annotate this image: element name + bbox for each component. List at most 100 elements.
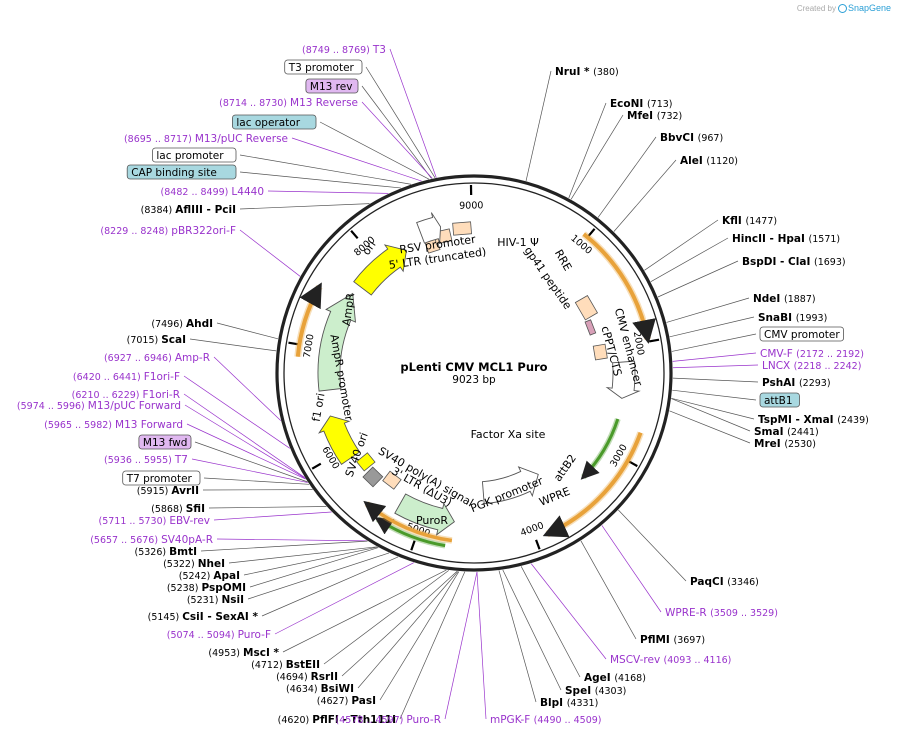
site-position: (7496) bbox=[151, 319, 186, 330]
right-label: EcoNI (713) bbox=[610, 98, 673, 110]
leader-line bbox=[239, 171, 401, 189]
site-label: (5238) PspOMI bbox=[167, 582, 246, 594]
right-label: LNCX (2218 .. 2242) bbox=[762, 360, 861, 372]
feature-arcs bbox=[294, 212, 656, 549]
f1-ori-arrow bbox=[318, 415, 361, 466]
site-label: BlpI (4331) bbox=[540, 697, 598, 709]
site-name: BlpI bbox=[540, 697, 567, 709]
leader-line bbox=[194, 441, 308, 483]
primer-name: L4440 bbox=[231, 186, 264, 198]
primer-name: M13/pUC Forward bbox=[88, 400, 181, 412]
inner-feature-label: PuroR bbox=[416, 514, 448, 527]
right-label: NdeI (1887) bbox=[753, 293, 816, 305]
site-label: (7496) AhdI bbox=[151, 318, 213, 330]
primer-position: (4578 .. 4597) bbox=[336, 715, 407, 726]
left-label: (4620) PflFI - Tth111I bbox=[278, 714, 396, 726]
site-label: (5145) CsiI - SexAI * bbox=[148, 611, 259, 623]
f1-ori-small-box bbox=[356, 452, 376, 472]
plasmid-backbone bbox=[275, 174, 673, 572]
right-label: mPGK-F (4490 .. 4509) bbox=[490, 714, 602, 726]
label-name: attB1 bbox=[764, 395, 793, 407]
site-name: BsiWI bbox=[321, 683, 354, 695]
site-name: NruI * bbox=[555, 66, 593, 78]
site-label: (5322) NheI bbox=[163, 558, 225, 570]
left-label: (7015) ScaI bbox=[127, 334, 186, 346]
primer-name: LNCX bbox=[762, 360, 794, 372]
site-label: MfeI (732) bbox=[627, 110, 682, 122]
right-label: BlpI (4331) bbox=[540, 697, 598, 709]
sv40-pa-box bbox=[382, 470, 402, 490]
site-name: BspDI - ClaI bbox=[742, 256, 814, 268]
site-name: AleI bbox=[680, 155, 706, 167]
left-label: (5231) NsiI bbox=[187, 594, 244, 606]
inner-feature-label: attB2 bbox=[551, 452, 579, 484]
site-name: SfiI bbox=[186, 503, 205, 515]
site-name: NheI bbox=[198, 558, 225, 570]
right-label: SpeI (4303) bbox=[565, 685, 626, 697]
site-label: (4712) BstEII bbox=[251, 659, 320, 671]
primer-label: WPRE-R (3509 .. 3529) bbox=[665, 607, 778, 619]
site-name: BmtI bbox=[169, 546, 197, 558]
site-name: MscI * bbox=[243, 647, 279, 659]
site-name: NsiI bbox=[221, 594, 244, 606]
left-label: CAP binding site bbox=[126, 164, 237, 180]
site-name: NdeI bbox=[753, 293, 784, 305]
primer-label: (5936 .. 5955) T7 bbox=[104, 454, 188, 466]
left-label: (4712) BstEII bbox=[251, 659, 320, 671]
site-label: (4627) PasI bbox=[317, 695, 376, 707]
primer-name: F1ori-F bbox=[144, 371, 180, 383]
left-label: (4627) PasI bbox=[317, 695, 376, 707]
right-label: CMV promoter bbox=[759, 326, 844, 342]
primer-label: (6420 .. 6441) F1ori-F bbox=[73, 371, 180, 383]
left-label: (4694) RsrII bbox=[276, 671, 338, 683]
orf-arc-green-right-halo bbox=[581, 418, 621, 480]
leader-line bbox=[520, 566, 581, 678]
gp41-box bbox=[584, 319, 597, 336]
site-label: NruI * (380) bbox=[555, 66, 619, 78]
left-label: (4634) BsiWI bbox=[286, 683, 354, 695]
site-position: (4303) bbox=[595, 686, 627, 697]
primer-name: WPRE-R bbox=[665, 607, 710, 619]
label-leader-lines bbox=[183, 48, 759, 720]
leader-line bbox=[319, 121, 430, 180]
site-label: (8384) AflIII - PciI bbox=[141, 204, 236, 216]
site-name: PflMI bbox=[640, 634, 674, 646]
tick-label: 4000 bbox=[519, 520, 546, 539]
label-box bbox=[151, 147, 237, 163]
leader-line bbox=[361, 101, 433, 179]
leader-line bbox=[672, 377, 759, 383]
site-name: MfeI bbox=[627, 110, 657, 122]
primer-name: Puro-F bbox=[238, 629, 271, 641]
site-name: PasI bbox=[351, 695, 376, 707]
primer-position: (2172 .. 2192) bbox=[796, 349, 864, 360]
primer-position: (5074 .. 5094) bbox=[167, 630, 238, 641]
label-box bbox=[138, 434, 192, 450]
label-box bbox=[126, 164, 237, 180]
plasmid-length: 9023 bp bbox=[452, 374, 496, 386]
right-label: AgeI (4168) bbox=[584, 672, 646, 684]
primer-name: Amp-R bbox=[175, 352, 210, 364]
primer-name: mPGK-F bbox=[490, 714, 534, 726]
right-label: CMV-F (2172 .. 2192) bbox=[760, 348, 864, 360]
site-label: (5242) ApaI bbox=[179, 570, 240, 582]
primer-position: (4490 .. 4509) bbox=[534, 715, 602, 726]
site-position: (4627) bbox=[317, 696, 352, 707]
leader-line bbox=[525, 70, 552, 182]
site-label: SmaI (2441) bbox=[754, 426, 819, 438]
leader-line bbox=[672, 352, 757, 362]
tick-label: 7000 bbox=[302, 333, 317, 359]
primer-position: (8714 .. 8730) bbox=[219, 98, 290, 109]
site-position: (4694) bbox=[276, 672, 311, 683]
label-box bbox=[231, 114, 317, 130]
primer-label: (8714 .. 8730) M13 Reverse bbox=[219, 97, 358, 109]
left-label: (5657 .. 5676) SV40pA-R bbox=[90, 534, 213, 546]
site-label: PshAI (2293) bbox=[762, 377, 831, 389]
primer-position: (8229 .. 8248) bbox=[100, 226, 171, 237]
leader-line bbox=[476, 571, 487, 720]
site-label: (4620) PflFI - Tth111I bbox=[278, 714, 396, 726]
site-name: PaqCI bbox=[690, 576, 727, 588]
site-position: (1993) bbox=[796, 313, 828, 324]
leader-line bbox=[357, 571, 459, 689]
left-label: M13 fwd bbox=[138, 434, 192, 450]
right-label: SnaBI (1993) bbox=[758, 312, 827, 324]
